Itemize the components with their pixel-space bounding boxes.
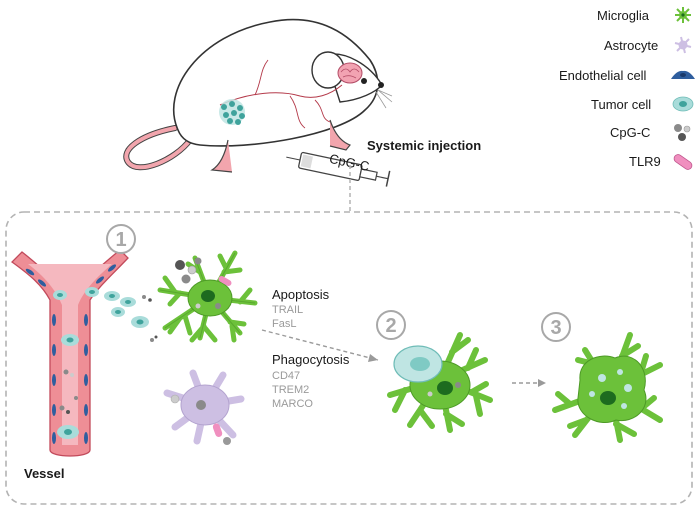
step-2-number: 2 — [385, 315, 396, 337]
tlr9-legend-icon — [673, 154, 693, 170]
tumor-legend-icon — [672, 96, 694, 112]
engulfed-tumor-cell — [393, 345, 443, 383]
legend-label-tlr9: TLR9 — [629, 154, 661, 169]
phagocytosis-item-1: CD47 — [272, 370, 300, 382]
legend-label-microglia: Microglia — [597, 8, 650, 23]
arrow-step-2-to-3 — [512, 379, 546, 387]
vessel-illustration — [11, 249, 129, 457]
legend-label-astrocyte: Astrocyte — [604, 38, 658, 53]
phagocytosis-item-3: MARCO — [272, 398, 313, 410]
astrocyte-cell — [163, 369, 245, 445]
apoptosis-title: Apoptosis — [272, 287, 330, 302]
step-3-number: 3 — [550, 317, 561, 339]
arrow-step-1-to-2 — [261, 329, 379, 362]
injection-title: Systemic injection — [367, 138, 481, 153]
legend-label-endothelial: Endothelial cell — [559, 68, 647, 83]
step-1-badge: 1 — [106, 224, 136, 254]
phagocytosis-item-2: TREM2 — [272, 384, 309, 396]
vessel-tumor-cells — [53, 287, 99, 439]
step-2-badge: 2 — [376, 310, 406, 340]
tumor-cluster-icon — [219, 99, 245, 125]
endothelial-legend-icon — [671, 70, 695, 79]
legend-label-cpgc: CpG-C — [610, 125, 650, 140]
brain-icon — [337, 62, 363, 84]
apoptosis-item-2: FasL — [272, 318, 296, 330]
microglia-cell-1 — [157, 250, 258, 343]
mouse-illustration — [123, 18, 393, 173]
phagocytosis-title: Phagocytosis — [272, 352, 350, 367]
syringe-icon — [286, 151, 391, 187]
microglia-legend-icon — [675, 7, 691, 23]
legend: Microglia Astrocyte Endothelial cell Tum… — [559, 7, 695, 170]
microglia-cell-2 — [387, 332, 493, 433]
extravasating-tumor-cells — [104, 291, 158, 342]
legend-label-tumor: Tumor cell — [591, 97, 651, 112]
step-1-number: 1 — [115, 229, 126, 251]
cpgc-legend-icon — [674, 124, 691, 141]
astrocyte-legend-icon — [674, 36, 692, 54]
vessel-label: Vessel — [24, 466, 65, 481]
step-3-badge: 3 — [541, 312, 571, 342]
apoptosis-item-1: TRAIL — [272, 304, 303, 316]
microglia-cell-3 — [552, 332, 663, 443]
cpgc-cluster-1 — [175, 257, 202, 284]
vessel-cpgc-dots — [59, 369, 78, 414]
process-frame — [5, 211, 693, 505]
